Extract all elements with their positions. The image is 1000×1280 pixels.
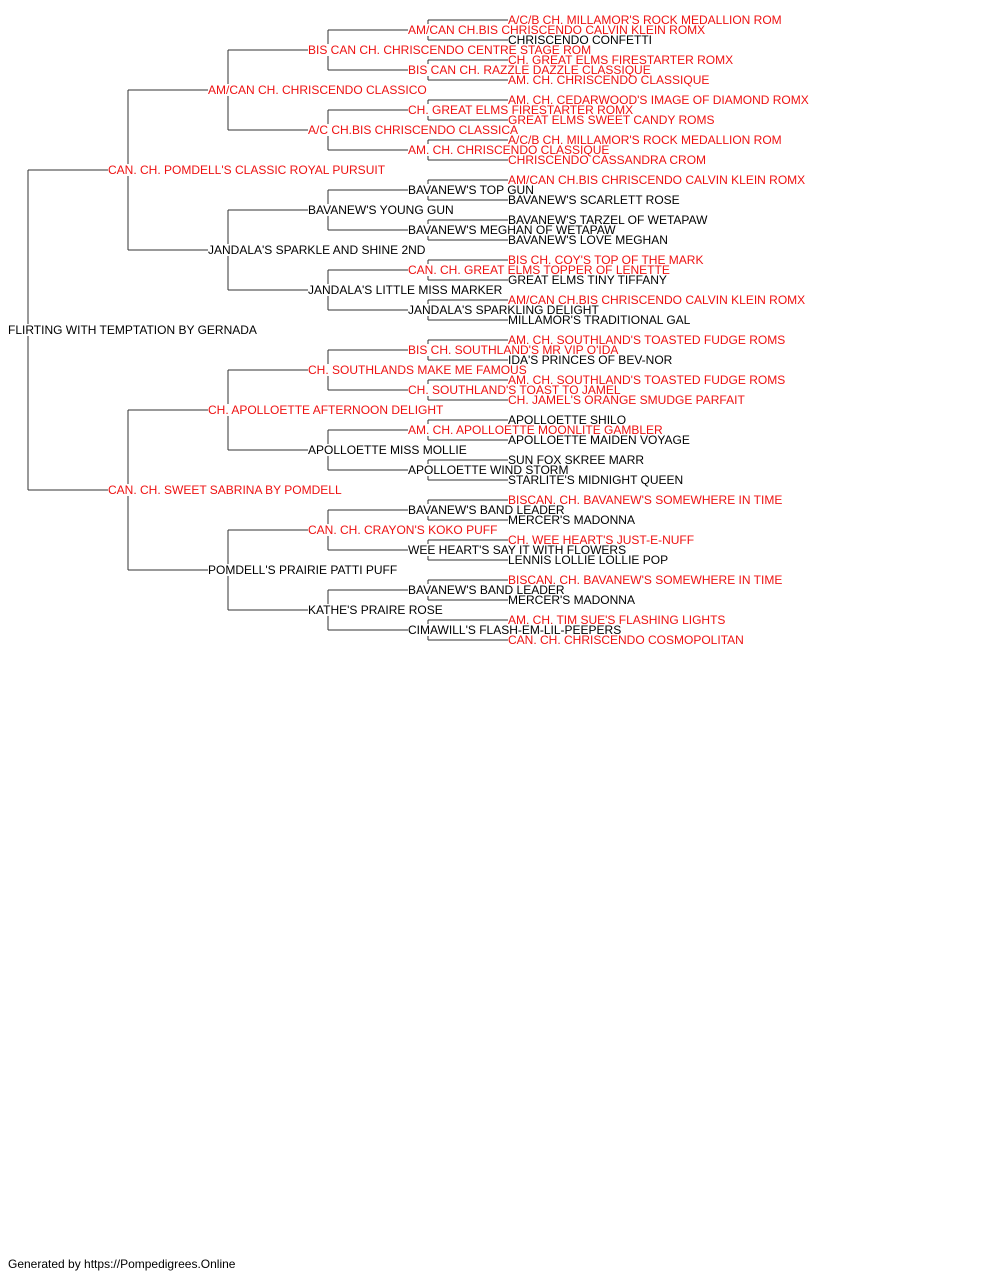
dog-name-dam-sire-sire-sire-sire: AM. CH. SOUTHLAND'S TOASTED FUDGE ROMS (508, 333, 785, 347)
dog-name-dam-dam-dam: KATHE'S PRAIRE ROSE (308, 603, 443, 617)
dog-name-dam-dam-sire-sire-dam: MERCER'S MADONNA (508, 513, 635, 527)
dog-name-dam-dam-dam-dam: CIMAWILL'S FLASH-EM-LIL-PEEPERS (408, 623, 621, 637)
dog-name-sire-dam-sire-dam-dam: BAVANEW'S LOVE MEGHAN (508, 233, 668, 247)
dog-name-sire-sire-sire-sire-dam: CHRISCENDO CONFETTI (508, 33, 652, 47)
dog-name-dam-sire-dam-sire-dam: APOLLOETTE MAIDEN VOYAGE (508, 433, 690, 447)
dog-name-sire-sire-sire-dam: BIS CAN CH. RAZZLE DAZZLE CLASSIQUE (408, 63, 651, 77)
dog-name-sire-sire-dam-sire-sire: AM. CH. CEDARWOOD'S IMAGE OF DIAMOND ROM… (508, 93, 809, 107)
dog-name-sire: CAN. CH. POMDELL'S CLASSIC ROYAL PURSUIT (108, 163, 386, 177)
dog-name-sire-sire-sire-sire: AM/CAN CH.BIS CHRISCENDO CALVIN KLEIN RO… (408, 23, 705, 37)
dog-name-dam-dam-sire-dam-sire: CH. WEE HEART'S JUST-E-NUFF (508, 533, 694, 547)
dog-name-dam-dam-sire-dam: WEE HEART'S SAY IT WITH FLOWERS (408, 543, 626, 557)
dog-name: FLIRTING WITH TEMPTATION BY GERNADA (8, 323, 257, 337)
dog-name-dam-dam-sire: CAN. CH. CRAYON'S KOKO PUFF (308, 523, 497, 537)
dog-name-sire-dam-sire: BAVANEW'S YOUNG GUN (308, 203, 454, 217)
dog-name-dam-sire-sire: CH. SOUTHLANDS MAKE ME FAMOUS (308, 363, 527, 377)
dog-name-dam-sire-dam-dam-sire: SUN FOX SKREE MARR (508, 453, 644, 467)
dog-name-sire-sire-dam-dam-dam: CHRISCENDO CASSANDRA CROM (508, 153, 706, 167)
dog-name-dam-dam-dam-sire: BAVANEW'S BAND LEADER (408, 583, 565, 597)
dog-name-sire-dam-sire-dam: BAVANEW'S MEGHAN OF WETAPAW (408, 223, 616, 237)
dog-name-sire-dam-sire-sire-sire: AM/CAN CH.BIS CHRISCENDO CALVIN KLEIN RO… (508, 173, 805, 187)
generated-by-footer: Generated by https://Pompedigrees.Online (8, 1257, 236, 1271)
dog-name-sire-sire-dam-sire-dam: GREAT ELMS SWEET CANDY ROMS (508, 113, 714, 127)
dog-name-sire-dam-dam-sire-dam: GREAT ELMS TINY TIFFANY (508, 273, 667, 287)
dog-name-dam-dam-sire-dam-dam: LENNIS LOLLIE LOLLIE POP (508, 553, 668, 567)
dog-name-dam-dam: POMDELL'S PRAIRIE PATTI PUFF (208, 563, 397, 577)
dog-name-dam-sire-sire-sire-dam: IDA'S PRINCES OF BEV-NOR (508, 353, 673, 367)
dog-name-dam-dam-sire-sire-sire: BISCAN. CH. BAVANEW'S SOMEWHERE IN TIME (508, 493, 782, 507)
dog-name-dam-sire-sire-dam-dam: CH. JAMEL'S ORANGE SMUDGE PARFAIT (508, 393, 745, 407)
dog-name-sire-sire-sire-dam-dam: AM. CH. CHRISCENDO CLASSIQUE (508, 73, 709, 87)
dog-name-dam: CAN. CH. SWEET SABRINA BY POMDELL (108, 483, 342, 497)
dog-name-sire-sire-dam-dam-sire: A/C/B CH. MILLAMOR'S ROCK MEDALLION ROM (508, 133, 782, 147)
dog-name-dam-sire-dam-sire: AM. CH. APOLLOETTE MOONLITE GAMBLER (408, 423, 663, 437)
dog-name-dam-dam-dam-dam-dam: CAN. CH. CHRISCENDO COSMOPOLITAN (508, 633, 744, 647)
dog-name-sire-dam-dam-dam-dam: MILLAMOR'S TRADITIONAL GAL (508, 313, 691, 327)
dog-name-sire-dam-sire-sire-dam: BAVANEW'S SCARLETT ROSE (508, 193, 680, 207)
dog-name-dam-sire: CH. APOLLOETTE AFTERNOON DELIGHT (208, 403, 444, 417)
dog-name-dam-sire-sire-dam-sire: AM. CH. SOUTHLAND'S TOASTED FUDGE ROMS (508, 373, 785, 387)
dog-name-sire-dam-dam-sire-sire: BIS CH. COY'S TOP OF THE MARK (508, 253, 703, 267)
dog-name-dam-sire-dam-dam: APOLLOETTE WIND STORM (408, 463, 568, 477)
dog-name-sire-sire-dam-dam: AM. CH. CHRISCENDO CLASSIQUE (408, 143, 609, 157)
dog-name-sire-dam: JANDALA'S SPARKLE AND SHINE 2ND (208, 243, 426, 257)
dog-name-dam-dam-dam-sire-dam: MERCER'S MADONNA (508, 593, 635, 607)
dog-name-dam-sire-dam: APOLLOETTE MISS MOLLIE (308, 443, 467, 457)
dog-name-dam-dam-dam-sire-sire: BISCAN. CH. BAVANEW'S SOMEWHERE IN TIME (508, 573, 782, 587)
dog-name-sire-sire-dam-sire: CH. GREAT ELMS FIRESTARTER ROMX (408, 103, 633, 117)
dog-name-sire-dam-dam-dam: JANDALA'S SPARKLING DELIGHT (408, 303, 599, 317)
dog-name-sire-sire: AM/CAN CH. CHRISCENDO CLASSICO (208, 83, 427, 97)
dog-name-dam-sire-sire-dam: CH. SOUTHLAND'S TOAST TO JAMEL (408, 383, 621, 397)
dog-name-sire-dam-sire-sire: BAVANEW'S TOP GUN (408, 183, 534, 197)
dog-name-dam-dam-sire-sire: BAVANEW'S BAND LEADER (408, 503, 565, 517)
dog-name-sire-sire-sire: BIS CAN CH. CHRISCENDO CENTRE STAGE ROM (308, 43, 591, 57)
dog-name-dam-sire-sire-sire: BIS CH. SOUTHLAND'S MR VIP O'IDA (408, 343, 618, 357)
dog-name-dam-sire-dam-dam-dam: STARLITE'S MIDNIGHT QUEEN (508, 473, 683, 487)
dog-name-sire-sire-sire-dam-sire: CH. GREAT ELMS FIRESTARTER ROMX (508, 53, 733, 67)
dog-name-dam-dam-dam-dam-sire: AM. CH. TIM SUE'S FLASHING LIGHTS (508, 613, 725, 627)
dog-name-dam-sire-dam-sire-sire: APOLLOETTE SHILO (508, 413, 626, 427)
dog-name-sire-sire-dam: A/C CH.BIS CHRISCENDO CLASSICA (308, 123, 518, 137)
dog-name-sire-dam-dam: JANDALA'S LITTLE MISS MARKER (308, 283, 503, 297)
dog-name-sire-dam-dam-sire: CAN. CH. GREAT ELMS TOPPER OF LENETTE (408, 263, 670, 277)
dog-name-sire-dam-dam-dam-sire: AM/CAN CH.BIS CHRISCENDO CALVIN KLEIN RO… (508, 293, 805, 307)
dog-name-sire-dam-sire-dam-sire: BAVANEW'S TARZEL OF WETAPAW (508, 213, 708, 227)
dog-name-sire-sire-sire-sire-sire: A/C/B CH. MILLAMOR'S ROCK MEDALLION ROM (508, 13, 782, 27)
